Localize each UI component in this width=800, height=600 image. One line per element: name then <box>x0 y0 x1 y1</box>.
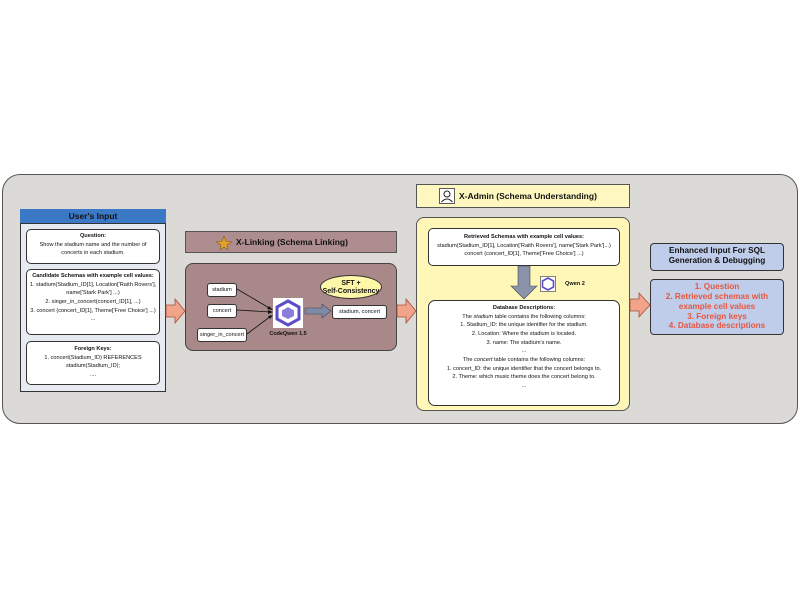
schema-line: ... <box>90 316 96 323</box>
retrieved-heading: Retrieved Schemas with example cell valu… <box>463 234 584 240</box>
arrow-to-output <box>629 291 651 319</box>
qwen-label: Qwen 2 <box>565 281 585 287</box>
enhanced-item: 1. Question <box>694 282 740 291</box>
codeqwen-logo-icon <box>273 298 303 328</box>
schema-line: 1. stadium(Stadium_ID[1], Location['Rait… <box>29 281 157 288</box>
arrow-to-admin <box>396 297 417 325</box>
concert-intro-post: table contains the following columns: <box>492 356 586 363</box>
linking-input-stadium: stadium <box>207 283 237 297</box>
qwen-logo-icon <box>540 276 556 292</box>
enhanced-item: 3. Foreign keys <box>687 311 747 321</box>
concert-column: ... <box>521 382 527 389</box>
stadium-column: 3. name: The stadium's name. <box>486 339 562 346</box>
schema-line: name['Stark Park'] ...) <box>66 290 120 297</box>
x-linking-title-box: X-Linking (Schema Linking) <box>185 231 397 253</box>
foreign-keys-heading: Foreign Keys: <box>74 346 112 352</box>
stadium-intro-pre: The <box>462 313 474 320</box>
enhanced-item: 4. Database descriptions <box>668 321 766 331</box>
x-admin-title: X-Admin (Schema Understanding) <box>459 191 597 201</box>
user-input-title: User's Input <box>20 209 166 224</box>
fk-line: .... <box>89 371 97 378</box>
input-arrowheads <box>267 306 273 319</box>
concert-intro-pre: The <box>462 356 475 363</box>
enhanced-title-box: Enhanced Input For SQL Generation & Debu… <box>650 243 784 271</box>
stadium-column: 2. Location: Where the stadium is locate… <box>471 330 577 337</box>
arrow-model-to-output <box>304 303 332 319</box>
schema-line: 3. concert (concert_ID[1], Theme['Free C… <box>30 307 156 314</box>
question-heading: Question: <box>79 233 107 239</box>
admin-user-icon <box>439 188 455 204</box>
enhanced-items-box: 1. Question 2. Retrieved schemas with ex… <box>650 279 784 335</box>
concert-column: 2. Theme: which music theme does the con… <box>452 374 596 381</box>
foreign-keys-box: Foreign Keys: 1. concert(Stadium_ID) REF… <box>26 341 160 385</box>
question-box: Question: Show the stadium name and the … <box>26 229 160 264</box>
stadium-column: 1. Stadium_ID: the unique identifier for… <box>460 322 588 329</box>
x-admin-title-box: X-Admin (Schema Understanding) <box>416 184 630 208</box>
linking-input-singer-in-concert: singer_in_concert <box>197 328 247 342</box>
question-text: Show the stadium name and the number of … <box>39 241 147 257</box>
concert-intro: The concert table contains the following… <box>429 356 619 365</box>
x-linking-title: X-Linking (Schema Linking) <box>236 237 348 247</box>
stadium-intro-em: stadium <box>473 313 494 320</box>
codeqwen-label: CodeQwen 1.5 <box>269 331 307 337</box>
arrow-retrieved-to-descriptions <box>510 265 538 300</box>
input-to-model-lines <box>236 288 272 335</box>
retrieved-line: concert (concert_ID[1], Theme['Free Choi… <box>464 251 584 258</box>
enhanced-title: Enhanced Input For SQL Generation & Debu… <box>668 246 766 266</box>
retrieved-line: stadium(Stadium_ID[1], Location['Raith R… <box>437 242 611 249</box>
retrieved-schemas-box: Retrieved Schemas with example cell valu… <box>428 228 620 266</box>
linking-output: stadium, concert <box>332 305 387 319</box>
stadium-intro-post: table contains the following columns: <box>493 313 586 320</box>
sft-badge: SFT + Self-Consistency <box>320 275 382 299</box>
database-descriptions-box: Database Descriptions: The stadium table… <box>428 300 620 406</box>
concert-column: 1. concert_ID: the unique identifier tha… <box>446 365 602 372</box>
candidate-schemas-box: Candidate Schemas with example cell valu… <box>26 269 160 335</box>
schema-line: 2. singer_in_concert(concert_ID[1], ...) <box>45 298 141 305</box>
enhanced-item: 2. Retrieved schemas with example cell v… <box>665 291 769 311</box>
concert-intro-em: concert <box>474 356 493 363</box>
stadium-intro: The stadium table contains the following… <box>429 313 619 322</box>
arrow-to-linking <box>165 297 186 325</box>
x-linking-logo-icon <box>216 236 232 250</box>
fk-line: 1. concert(Stadium_ID) REFERENCES <box>44 354 142 361</box>
fk-line: stadium(Stadium_ID); <box>65 363 121 370</box>
candidate-schemas-heading: Candidate Schemas with example cell valu… <box>32 273 154 279</box>
desc-heading: Database Descriptions: <box>492 305 556 311</box>
sft-label: SFT + Self-Consistency <box>322 280 380 295</box>
linking-input-concert: concert <box>207 304 237 318</box>
stadium-column: ... <box>521 348 527 355</box>
